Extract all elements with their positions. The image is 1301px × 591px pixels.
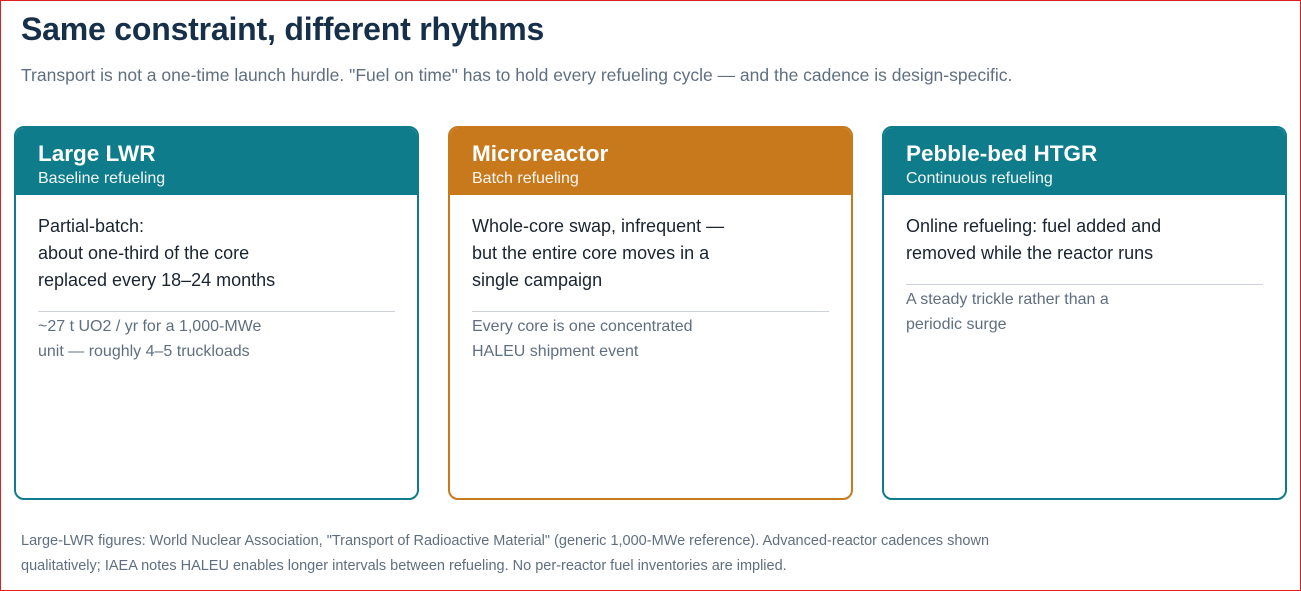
card-description-line: single campaign bbox=[472, 270, 603, 290]
card-title: Pebble-bed HTGR bbox=[906, 141, 1098, 166]
page-title: Same constraint, different rhythms bbox=[21, 11, 545, 47]
card-note-line: ~27 t UO2 / yr for a 1,000-MWe bbox=[38, 318, 262, 335]
card-description-line: removed while the reactor runs bbox=[906, 243, 1154, 263]
card-divider bbox=[906, 284, 1263, 285]
card-title: Microreactor bbox=[472, 141, 609, 166]
card-note-line: unit — roughly 4–5 truckloads bbox=[38, 343, 250, 360]
card-description: Partial-batch: about one-third of the co… bbox=[38, 213, 368, 294]
source-footnote: Large-LWR figures: World Nuclear Associa… bbox=[21, 529, 1111, 579]
card-note: Every core is one concentrated HALEU shi… bbox=[472, 314, 829, 364]
card-pebble-bed-htgr: Pebble-bed HTGR Continuous refueling Onl… bbox=[882, 126, 1287, 500]
card-header: Pebble-bed HTGR Continuous refueling bbox=[884, 128, 1285, 195]
card-body: Whole-core swap, infrequent — but the en… bbox=[450, 195, 851, 364]
card-subtitle: Batch refueling bbox=[472, 170, 579, 187]
card-divider bbox=[38, 311, 395, 312]
card-description-line: about one-third of the core bbox=[38, 243, 250, 263]
card-description: Online refueling: fuel added and removed… bbox=[906, 213, 1236, 267]
card-subtitle: Baseline refueling bbox=[38, 170, 166, 187]
footnote-line: Large-LWR figures: World Nuclear Associa… bbox=[21, 533, 990, 549]
card-body: Online refueling: fuel added and removed… bbox=[884, 195, 1285, 337]
card-microreactor: Microreactor Batch refueling Whole-core … bbox=[448, 126, 853, 500]
card-note-line: HALEU shipment event bbox=[472, 343, 639, 360]
card-description-line: but the entire core moves in a bbox=[472, 243, 710, 263]
card-divider bbox=[472, 311, 829, 312]
card-note-line: periodic surge bbox=[906, 316, 1007, 333]
card-description-line: Partial-batch: bbox=[38, 216, 145, 236]
card-description: Whole-core swap, infrequent — but the en… bbox=[472, 213, 802, 294]
card-subtitle: Continuous refueling bbox=[906, 170, 1053, 187]
page-subtitle: Transport is not a one-time launch hurdl… bbox=[21, 65, 1013, 85]
card-title: Large LWR bbox=[38, 141, 156, 166]
card-note-line: A steady trickle rather than a bbox=[906, 291, 1109, 308]
card-description-line: Whole-core swap, infrequent — bbox=[472, 216, 725, 236]
card-body: Partial-batch: about one-third of the co… bbox=[16, 195, 417, 364]
card-description-line: replaced every 18–24 months bbox=[38, 270, 276, 290]
card-header: Large LWR Baseline refueling bbox=[16, 128, 417, 195]
card-header: Microreactor Batch refueling bbox=[450, 128, 851, 195]
card-note: A steady trickle rather than a periodic … bbox=[906, 287, 1263, 337]
card-note-line: Every core is one concentrated bbox=[472, 318, 693, 335]
card-note: ~27 t UO2 / yr for a 1,000-MWe unit — ro… bbox=[38, 314, 395, 364]
card-description-line: Online refueling: fuel added and bbox=[906, 216, 1162, 236]
footnote-line: qualitatively; IAEA notes HALEU enables … bbox=[21, 558, 787, 574]
card-large-lwr: Large LWR Baseline refueling Partial-bat… bbox=[14, 126, 419, 500]
